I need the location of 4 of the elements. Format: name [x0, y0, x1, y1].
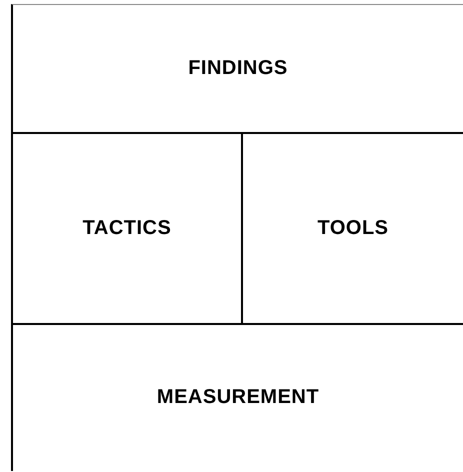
section-title: TOOLS — [317, 217, 389, 240]
section-title: TACTICS — [82, 217, 172, 240]
section-title: FINDINGS — [188, 57, 288, 80]
section-title: MEASUREMENT — [156, 386, 320, 409]
